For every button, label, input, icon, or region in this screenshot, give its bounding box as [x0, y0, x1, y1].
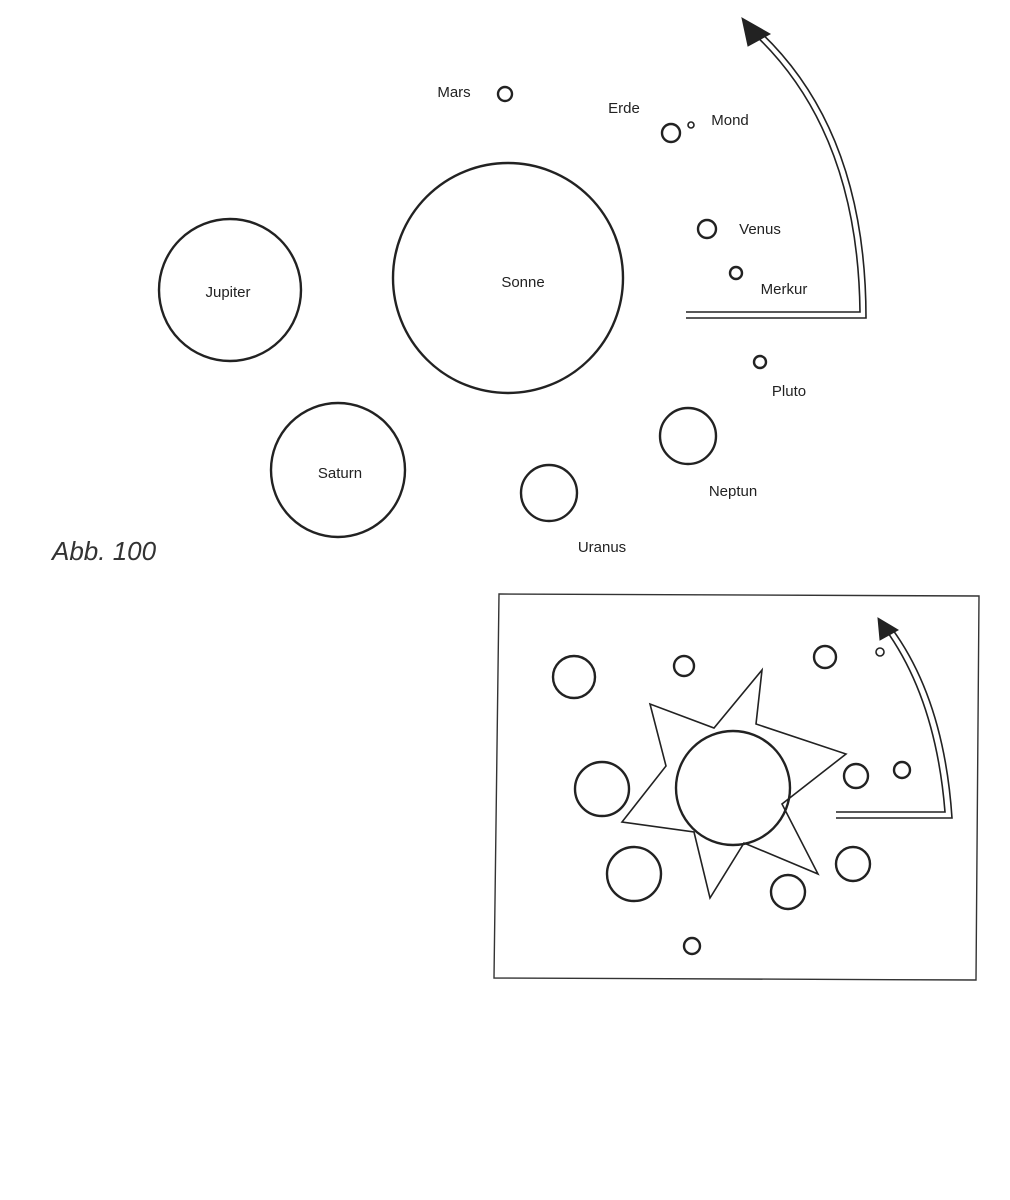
label-uranus: Uranus [578, 539, 626, 556]
label-mars: Mars [437, 84, 470, 101]
planet-circle [812, 644, 838, 670]
planet-pluto [752, 354, 768, 370]
planet-uranus [519, 463, 579, 523]
unlabeled-diagram [493, 593, 980, 981]
labeled-diagram: Sonne Jupiter Saturn Uranus Neptun Pluto… [50, 17, 867, 566]
planet-circle [875, 647, 885, 657]
planet-mars [496, 85, 514, 103]
label-erde: Erde [608, 100, 640, 117]
planet-circle [672, 654, 696, 678]
label-venus: Venus [739, 221, 781, 238]
planet-jupiter [157, 217, 303, 363]
label-sonne: Sonne [501, 274, 544, 291]
star-icon [620, 667, 848, 901]
planet-sonne [391, 161, 625, 395]
planet-circle [605, 845, 663, 903]
planet-circle [834, 845, 872, 883]
planet-venus [696, 218, 718, 240]
planet-circle [892, 760, 912, 780]
planet-saturn [269, 401, 407, 539]
curved-arrow-icon [686, 17, 867, 319]
planet-circle [551, 654, 597, 700]
curved-arrow-icon [836, 617, 953, 819]
label-saturn: Saturn [318, 465, 362, 482]
sun-circle [674, 729, 792, 847]
planet-mond [687, 121, 695, 129]
label-merkur: Merkur [761, 281, 808, 298]
planet-neptun [658, 406, 718, 466]
planet-circle [573, 760, 631, 818]
label-mond: Mond [711, 112, 749, 129]
planet-circle [682, 936, 702, 956]
planet-merkur [728, 265, 744, 281]
planet-circle [842, 762, 870, 790]
label-pluto: Pluto [772, 383, 806, 400]
label-neptun: Neptun [709, 483, 757, 500]
label-jupiter: Jupiter [205, 284, 250, 301]
planet-circle [769, 873, 807, 911]
planet-erde [660, 122, 682, 144]
diagram-frame [493, 593, 980, 981]
figure-caption: Abb. 100 [50, 536, 157, 566]
